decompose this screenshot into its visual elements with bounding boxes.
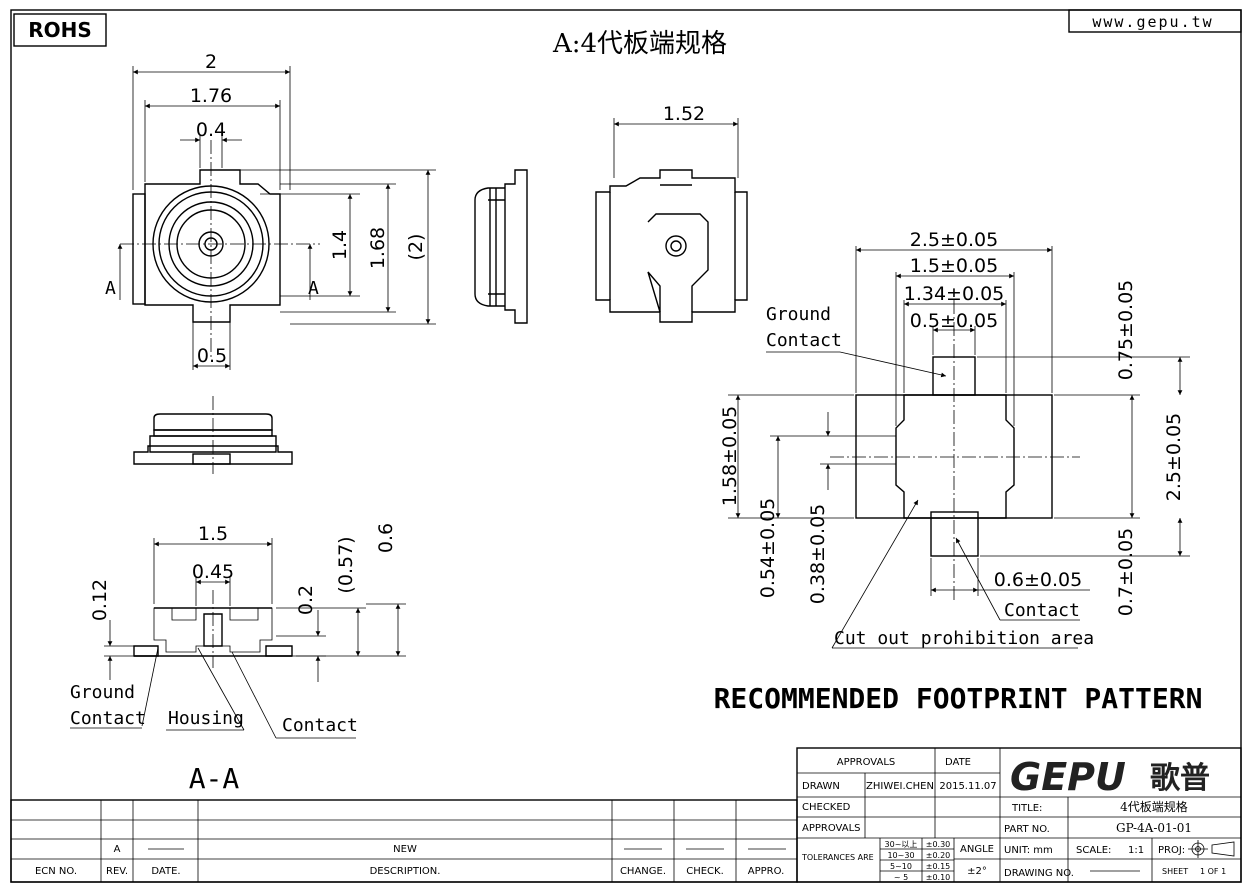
tb-date: DATE	[945, 757, 971, 768]
rohs-label: ROHS	[28, 18, 92, 42]
tol-value-1: ±0.20	[926, 851, 951, 860]
side-view-small	[474, 169, 528, 324]
tb-scale-label: SCALE:	[1076, 845, 1111, 856]
tol-value-0: ±0.30	[926, 840, 951, 849]
logo-cn: 歌普	[1150, 761, 1210, 796]
rev-description: NEW	[393, 844, 417, 855]
fp-dim-right-075: 0.75±0.05	[1115, 280, 1137, 381]
tb-angle-tol: ±2°	[967, 866, 987, 877]
tol-range-1: 10~30	[887, 851, 914, 860]
dim-width-2: 2	[205, 51, 217, 73]
tb-scale-value: 1:1	[1128, 845, 1144, 856]
rev-hdr-appro: APPRO.	[748, 866, 785, 877]
fp-dim-top-15: 1.5±0.05	[910, 255, 998, 277]
fp-contact-label: Contact	[1004, 600, 1080, 621]
bottom-view: 1.52	[595, 103, 748, 323]
dim-section-06: 0.6	[375, 523, 397, 553]
section-mark-right: A	[308, 278, 319, 299]
section-view: 1.5 0.45 0.12 0.2 (0.57) 0.6 Ground Cont…	[70, 523, 406, 795]
tb-sheet-value: 1 OF 1	[1200, 867, 1226, 876]
rev-hdr-date: DATE.	[151, 866, 180, 877]
fp-dim-left-038: 0.38±0.05	[807, 504, 829, 605]
tb-title-value: 4代板端规格	[1120, 799, 1188, 814]
fp-cutout-label: Cut out prohibition area	[834, 628, 1094, 649]
tol-range-0: 30~以上	[885, 840, 918, 849]
gepu-logo: GEPU 歌普	[1010, 755, 1210, 799]
tb-unit: UNIT: mm	[1004, 845, 1053, 856]
title-block: APPROVALS DATE DRAWN ZHIWEI.CHEN 2015.11…	[796, 747, 1242, 883]
dim-height-2-ref: (2)	[405, 234, 427, 261]
tb-part-value: GP-4A-01-01	[1116, 821, 1192, 835]
rev-hdr-description: DESCRIPTION.	[370, 866, 441, 877]
tb-drawing-no: DRAWING NO.	[1004, 868, 1074, 879]
rohs-badge: ROHS	[13, 13, 107, 47]
fp-caption: RECOMMENDED FOOTPRINT PATTERN	[714, 682, 1203, 715]
section-contact-label: Contact	[282, 715, 358, 736]
tb-title-label: TITLE:	[1011, 803, 1042, 814]
rev-value: A	[114, 844, 121, 855]
tb-approvals2: APPROVALS	[802, 823, 861, 834]
tb-sheet: SHEET	[1162, 867, 1188, 876]
dim-width-176: 1.76	[190, 85, 232, 107]
revision-block: A NEW ECN NO. REV. DATE. DESCRIPTION. CH…	[10, 799, 798, 883]
drawing-title: A:4代板端规格	[552, 29, 727, 59]
dim-section-057: (0.57)	[335, 536, 357, 593]
dim-section-012: 0.12	[89, 579, 111, 621]
tb-angle: ANGLE	[960, 844, 994, 855]
dim-side-152: 1.52	[663, 103, 705, 125]
website-box: www.gepu.tw	[1068, 9, 1242, 33]
rev-hdr-rev: REV.	[106, 866, 128, 877]
section-housing-label: Housing	[168, 708, 244, 729]
fp-dim-right-25: 2.5±0.05	[1163, 413, 1185, 501]
section-mark-left: A	[105, 278, 116, 299]
rev-hdr-ecn: ECN NO.	[35, 866, 77, 877]
section-ground-contact-line1: Ground	[70, 682, 135, 703]
top-view: A A 2 1.76 0.4 1.4 1.68 (2)	[105, 51, 436, 370]
tb-proj: PROJ:	[1158, 845, 1185, 856]
fp-ground-contact-line1: Ground	[766, 304, 831, 325]
tb-checked: CHECKED	[802, 802, 851, 813]
tol-range-2: 5~10	[890, 862, 912, 871]
rev-hdr-check: CHECK.	[686, 866, 724, 877]
footprint-pattern: 2.5±0.05 1.5±0.05 1.34±0.05 0.5±0.05 0.7…	[714, 229, 1203, 715]
section-ground-contact-line2: Contact	[70, 708, 146, 729]
dim-pin-04: 0.4	[196, 119, 226, 141]
dim-height-14: 1.4	[329, 230, 351, 260]
fp-ground-contact-line2: Contact	[766, 330, 842, 351]
tol-range-3: ~ 5	[894, 873, 908, 882]
fp-dim-left-054: 0.54±0.05	[757, 498, 779, 599]
fp-dim-top-25: 2.5±0.05	[910, 229, 998, 251]
tb-approvals: APPROVALS	[837, 757, 896, 768]
fp-dim-top-134: 1.34±0.05	[904, 283, 1005, 305]
tb-drawn: DRAWN	[802, 781, 840, 792]
rev-hdr-change: CHANGE.	[620, 866, 666, 877]
section-caption: A-A	[189, 762, 240, 795]
dim-height-168: 1.68	[367, 227, 389, 269]
tb-part-label: PART NO.	[1004, 824, 1050, 835]
logo-text: GEPU	[1010, 755, 1126, 799]
website-label: www.gepu.tw	[1092, 13, 1213, 31]
fp-dim-top-05: 0.5±0.05	[910, 310, 998, 332]
tb-tolerances: TOLERANCES ARE	[801, 853, 874, 862]
fp-dim-bottom-06: 0.6±0.05	[994, 569, 1082, 591]
dim-section-15: 1.5	[198, 523, 228, 545]
front-view	[133, 396, 293, 474]
tb-drawn-by: ZHIWEI.CHEN	[866, 781, 934, 792]
dim-pin-05: 0.5	[197, 345, 227, 367]
projection-symbol-icon	[1188, 840, 1235, 858]
tol-value-3: ±0.10	[926, 873, 951, 882]
dim-section-045: 0.45	[192, 561, 234, 583]
fp-dim-left-158: 1.58±0.05	[719, 406, 741, 507]
fp-dim-right-07: 0.7±0.05	[1115, 528, 1137, 616]
dim-section-02: 0.2	[295, 585, 317, 615]
tol-value-2: ±0.15	[926, 862, 951, 871]
tb-drawn-date: 2015.11.07	[939, 781, 996, 792]
